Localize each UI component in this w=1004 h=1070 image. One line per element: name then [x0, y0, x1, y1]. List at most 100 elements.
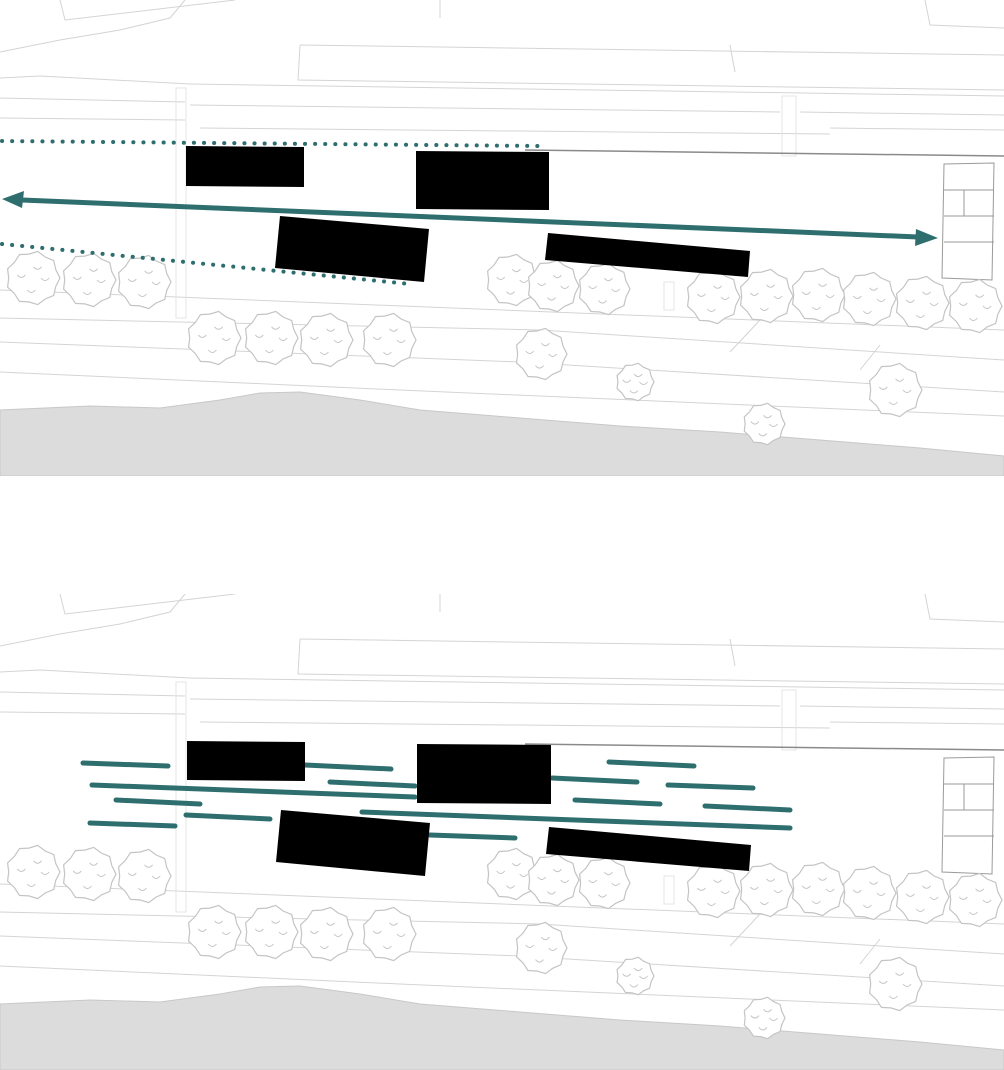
site-line — [859, 938, 881, 965]
tree-canopy — [244, 904, 299, 960]
tree-canopy — [515, 327, 568, 381]
tree-texture — [878, 386, 888, 390]
site-line — [729, 319, 761, 353]
site-line — [189, 677, 1004, 691]
tree-texture — [271, 326, 280, 330]
tree-texture — [707, 308, 716, 312]
site-line — [0, 341, 1004, 393]
tree-texture — [389, 922, 398, 926]
tree-texture — [818, 877, 827, 881]
tree-texture — [560, 879, 570, 883]
small-building-outline — [941, 756, 995, 875]
tree-texture — [333, 339, 343, 343]
tree-texture — [982, 305, 992, 309]
tree-texture — [639, 381, 648, 385]
path-strip — [663, 875, 675, 905]
tree-texture — [27, 289, 36, 293]
arrow-icon — [2, 191, 24, 208]
tree-texture — [852, 889, 862, 893]
site-line — [299, 638, 1004, 650]
site-line — [0, 75, 191, 85]
tree-texture — [265, 943, 274, 947]
tree-texture — [320, 351, 329, 355]
tree-canopy — [6, 844, 61, 900]
tree-canopy — [842, 271, 897, 327]
tree-canopy — [187, 904, 242, 960]
building-block — [186, 146, 304, 187]
tree-canopy — [868, 362, 923, 418]
tree-texture — [902, 983, 912, 987]
tree-texture — [750, 1015, 760, 1019]
tree-icon — [743, 402, 786, 446]
accent-stroke — [113, 797, 203, 807]
diagram-panel-bottom — [0, 594, 1004, 1070]
accent-stroke — [302, 762, 394, 772]
tree-texture — [801, 291, 811, 295]
tree-texture — [535, 959, 544, 963]
accent-stroke — [183, 812, 273, 822]
tree-icon — [616, 362, 655, 402]
building-block — [417, 744, 551, 804]
accent-stroke — [89, 782, 418, 800]
site-line — [189, 698, 781, 707]
tree-texture — [902, 389, 912, 393]
tree-texture — [611, 882, 621, 886]
tree-texture — [127, 872, 137, 876]
tree-group-bottom — [6, 844, 1003, 1040]
tree-texture — [929, 896, 939, 900]
tree-texture — [629, 390, 639, 394]
tree-texture — [969, 911, 978, 915]
site-line — [924, 0, 1004, 29]
site-line — [859, 344, 881, 371]
tree-texture — [16, 274, 26, 278]
tree-texture — [208, 943, 217, 947]
building-block — [545, 233, 750, 277]
tree-icon — [187, 904, 242, 960]
site-line — [0, 0, 186, 53]
tree-texture — [869, 287, 878, 291]
tree-texture — [309, 930, 319, 934]
tree-texture — [372, 930, 382, 934]
building-block — [276, 810, 430, 876]
tree-texture — [40, 871, 50, 875]
tree-texture — [812, 306, 821, 310]
tree-texture — [197, 928, 207, 932]
tree-texture — [506, 885, 515, 889]
tree-texture — [27, 883, 36, 887]
tree-icon — [299, 906, 354, 962]
tree-icon — [299, 312, 354, 368]
tree-texture — [958, 302, 968, 306]
site-line — [729, 913, 761, 947]
tree-icon — [868, 956, 923, 1012]
tree-texture — [889, 995, 898, 999]
site-line — [0, 669, 191, 679]
site-line — [0, 289, 1004, 331]
tree-canopy — [743, 996, 786, 1040]
tree-icon — [578, 856, 631, 910]
tree-texture — [598, 300, 607, 304]
tree-texture — [889, 401, 898, 405]
tree-texture — [512, 268, 521, 273]
site-plan-top — [0, 0, 1004, 476]
site-line — [189, 83, 1004, 97]
accent-stroke — [327, 779, 418, 789]
accent-stroke — [80, 760, 171, 769]
accent-stroke — [359, 809, 793, 831]
tree-texture — [214, 326, 223, 330]
tree-texture — [622, 379, 632, 383]
tree-texture — [773, 889, 783, 893]
tree-canopy — [578, 856, 631, 910]
tree-texture — [83, 291, 92, 295]
tree-group-top — [6, 250, 1003, 446]
tree-icon — [527, 853, 580, 907]
tree-texture — [144, 270, 153, 274]
arrow-icon — [915, 229, 938, 246]
tree-texture — [750, 421, 760, 425]
tree-texture — [89, 268, 98, 272]
site-line — [0, 691, 186, 697]
tree-icon — [578, 262, 631, 316]
tree-texture — [696, 293, 706, 297]
tree-canopy — [578, 262, 631, 316]
tree-texture — [138, 887, 147, 891]
tree-texture — [512, 862, 521, 867]
